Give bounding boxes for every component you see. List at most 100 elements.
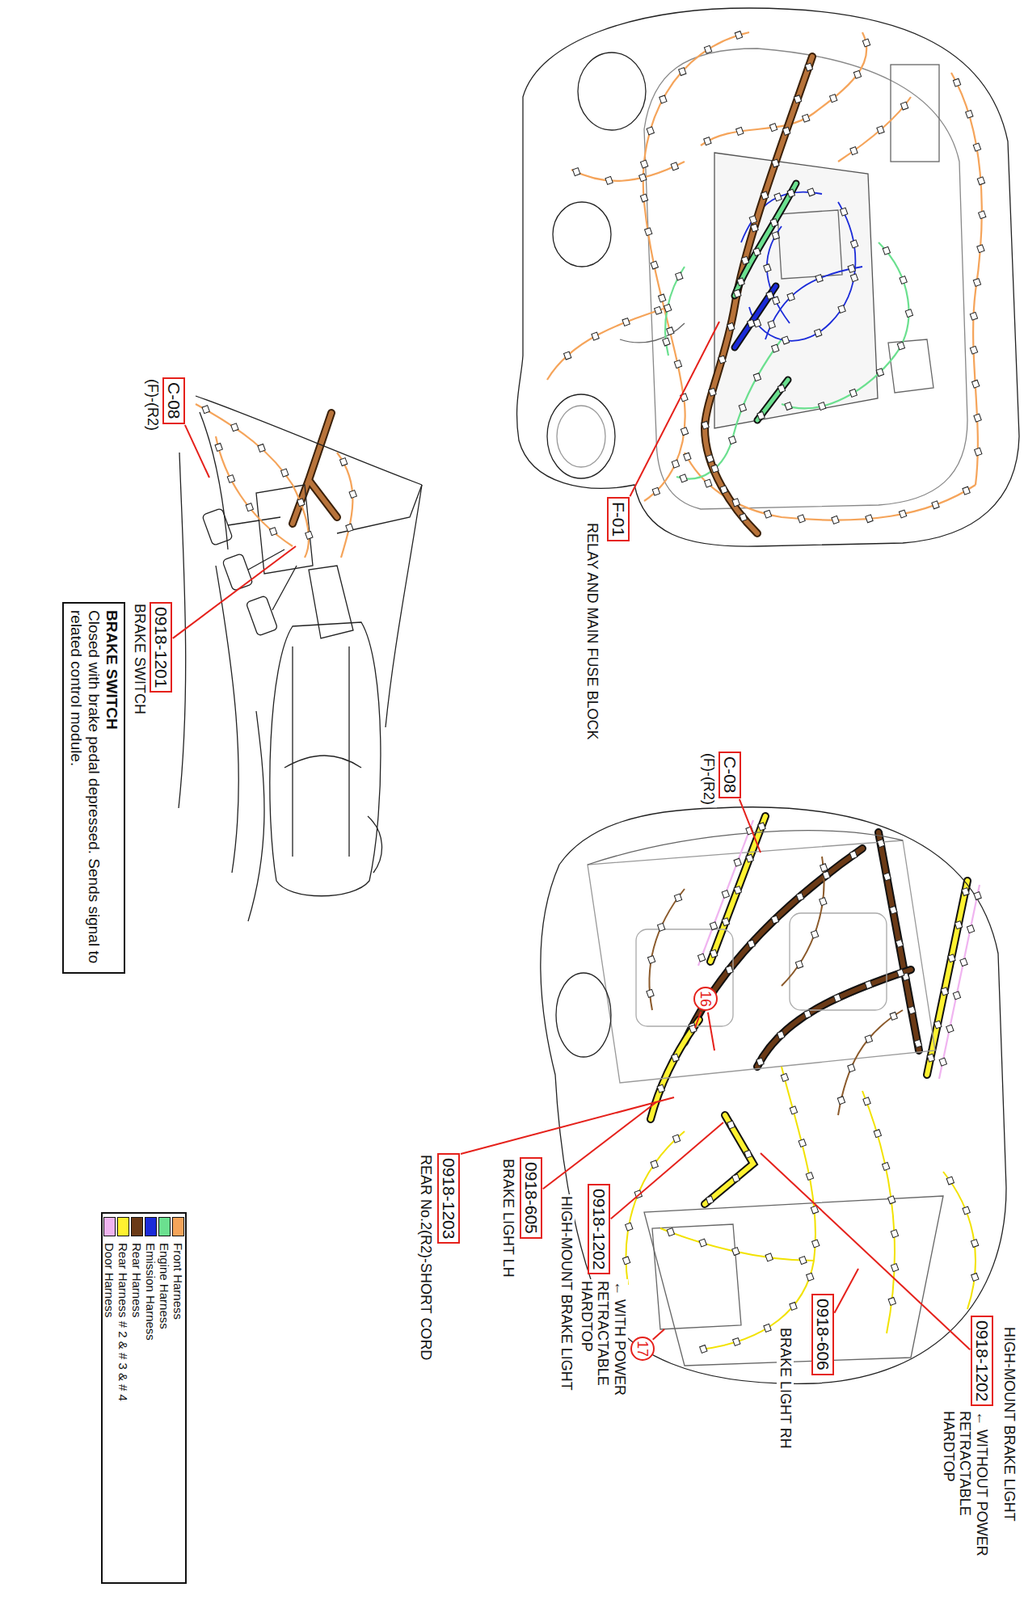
variant-note: ← WITH POWER RETRACTABLE HARDTOP	[577, 1279, 628, 1408]
connector-symbol	[774, 193, 782, 202]
connector-symbol	[961, 888, 970, 897]
connector-symbol	[819, 897, 827, 907]
connector-symbol	[703, 137, 712, 146]
legend-label: Front Harness	[171, 1243, 186, 1320]
legend-label: Rear Harness	[130, 1243, 144, 1319]
connector-symbol	[573, 168, 581, 177]
connector-symbol	[708, 387, 717, 397]
illustration-line	[222, 553, 253, 591]
connector-symbol	[756, 1057, 764, 1067]
illustration-line	[547, 307, 669, 380]
connector-callout: F-01RELAY AND MAIN FUSE BLOCK	[583, 497, 630, 742]
connector-symbol	[802, 113, 810, 123]
connector-symbol	[881, 1162, 890, 1171]
connector-symbol	[662, 337, 671, 346]
connector-symbol	[747, 939, 755, 949]
illustration-line	[777, 210, 843, 279]
leader-line	[185, 425, 210, 478]
connector-symbol	[709, 949, 717, 958]
connector-symbol	[657, 922, 666, 932]
illustration-line	[939, 884, 980, 1079]
connector-symbol	[652, 487, 660, 496]
part-code: C-08	[162, 377, 186, 425]
connector-symbol	[895, 939, 903, 949]
connector-symbol	[829, 94, 837, 103]
connector-symbol	[908, 1006, 916, 1015]
connector-symbol	[605, 176, 613, 185]
illustration-line	[556, 405, 606, 468]
connector-symbol	[795, 960, 803, 970]
note-box: BRAKE SWITCHClosed with brake pedal depr…	[62, 602, 126, 974]
connector-symbol	[758, 822, 766, 831]
legend-swatch	[144, 1217, 157, 1237]
connector-symbol	[721, 890, 730, 899]
connector-symbol	[771, 159, 780, 168]
connector-symbol	[659, 95, 667, 104]
connector-symbol	[888, 1297, 896, 1307]
connector-symbol	[706, 455, 714, 464]
connector-symbol	[798, 1139, 806, 1148]
door-harness-wires	[698, 820, 980, 1079]
callout-number: 16	[693, 986, 718, 1012]
illustration-line	[626, 1131, 685, 1286]
brake-pedal-drawing	[178, 396, 422, 922]
connector-symbol	[734, 30, 742, 39]
connector-symbol	[781, 336, 789, 345]
leader-line	[653, 1329, 665, 1341]
illustration-line	[552, 202, 612, 267]
illustration-line	[587, 840, 936, 1083]
callout-circle: 17	[630, 1336, 655, 1362]
connector-symbol	[749, 215, 757, 224]
connector-symbol	[711, 464, 719, 473]
connector-symbol	[679, 474, 687, 483]
leader-line	[695, 1011, 701, 1029]
illustration-line	[704, 56, 813, 534]
connector-symbol	[737, 278, 745, 287]
connector-symbol	[763, 1323, 772, 1332]
illustration-line	[337, 452, 353, 558]
connector-symbol	[753, 248, 761, 257]
connector-symbol	[770, 219, 778, 228]
connector-symbol	[806, 1272, 814, 1282]
connector-symbol	[876, 368, 884, 377]
connector-symbol	[797, 514, 805, 523]
connector-symbol	[297, 498, 305, 507]
connector-symbol	[838, 305, 846, 314]
connector-symbol	[650, 261, 658, 270]
part-code: C-08	[718, 751, 742, 799]
connector-symbol	[281, 468, 289, 477]
connector-symbol	[765, 1253, 773, 1262]
connector-symbol	[771, 915, 779, 924]
connector-symbol	[732, 498, 740, 507]
connector-symbol	[745, 854, 754, 863]
connector-symbol	[683, 452, 692, 461]
connector-symbol	[674, 893, 682, 902]
part-description: BRAKE LIGHT RH	[776, 1326, 794, 1451]
connector-symbol	[900, 101, 908, 110]
connector-symbol	[862, 38, 870, 47]
connector-symbol	[701, 421, 709, 430]
connector-symbol	[706, 1196, 714, 1205]
connector-symbol	[864, 1035, 873, 1044]
connector-symbol	[888, 1196, 896, 1205]
leader-line	[834, 1268, 859, 1314]
connector-symbol	[622, 1256, 630, 1265]
connector-symbol	[831, 515, 839, 524]
connector-symbol	[960, 958, 968, 967]
connector-symbol	[789, 1106, 797, 1115]
connector-symbol	[678, 67, 687, 76]
connector-symbol	[771, 296, 780, 305]
part-code: 0918-1202	[970, 1315, 994, 1407]
connector-symbol	[974, 447, 982, 456]
connector-symbol	[946, 1176, 954, 1185]
connector-symbol	[227, 475, 235, 484]
illustration-line	[337, 484, 422, 534]
illustration-line	[878, 832, 919, 1051]
connector-symbol	[905, 309, 913, 318]
connector-symbol	[952, 991, 961, 1000]
legend-row: Engine Harness	[157, 1213, 172, 1583]
illustration-line	[878, 832, 919, 1051]
connector-symbol	[898, 509, 907, 519]
illustration-line	[650, 1019, 700, 1120]
legend-row: Door Harness	[102, 1213, 117, 1583]
